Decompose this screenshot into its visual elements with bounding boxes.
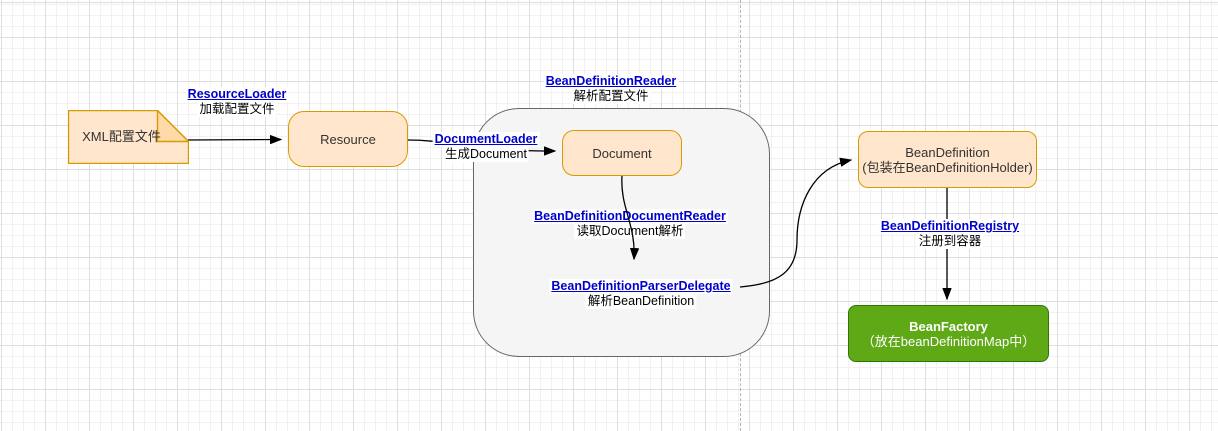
bean-definition-node[interactable]: BeanDefinition (包装在BeanDefinitionHolder)	[858, 131, 1037, 188]
document-label: Document	[592, 145, 652, 161]
resource-label: Resource	[320, 131, 376, 147]
bean-definition-parser-delegate-link[interactable]: BeanDefinitionParserDelegate	[549, 279, 733, 294]
resource-loader-link[interactable]: ResourceLoader	[185, 87, 289, 102]
bean-definition-reader-link[interactable]: BeanDefinitionReader	[543, 74, 679, 89]
document-loader-label: DocumentLoader 生成Document	[432, 132, 540, 162]
bean-definition-reader-desc: 解析配置文件	[571, 89, 651, 104]
xml-to-resource-arrow	[187, 140, 281, 141]
bean-definition-document-reader-label: BeanDefinitionDocumentReader 读取Document解…	[532, 209, 728, 239]
bean-definition-title: BeanDefinition	[905, 144, 990, 160]
bean-definition-document-reader-link[interactable]: BeanDefinitionDocumentReader	[532, 209, 728, 224]
bean-factory-node[interactable]: BeanFactory （放在beanDefinitionMap中）	[848, 305, 1049, 362]
bean-definition-document-reader-desc: 读取Document解析	[574, 224, 686, 239]
note-shape	[68, 110, 189, 164]
xml-config-file-label: XML配置文件	[82, 129, 161, 144]
document-loader-link[interactable]: DocumentLoader	[432, 132, 540, 147]
resource-loader-label: ResourceLoader 加载配置文件	[185, 87, 289, 117]
bean-definition-registry-label: BeanDefinitionRegistry 注册到容器	[878, 219, 1022, 249]
resource-node[interactable]: Resource	[288, 111, 408, 167]
bean-definition-registry-link[interactable]: BeanDefinitionRegistry	[878, 219, 1022, 234]
bean-definition-reader-label: BeanDefinitionReader 解析配置文件	[543, 74, 679, 104]
bean-definition-parser-delegate-label: BeanDefinitionParserDelegate 解析BeanDefin…	[549, 279, 733, 309]
xml-config-file-node[interactable]: XML配置文件	[68, 110, 189, 164]
bean-factory-title: BeanFactory	[909, 318, 988, 334]
document-node[interactable]: Document	[562, 130, 682, 176]
resource-loader-desc: 加载配置文件	[197, 102, 277, 117]
note-fold-corner	[156, 110, 189, 143]
bean-definition-registry-desc: 注册到容器	[916, 234, 984, 249]
document-loader-desc: 生成Document	[443, 147, 529, 162]
bean-definition-subtitle: (包装在BeanDefinitionHolder)	[862, 159, 1033, 175]
bean-factory-subtitle: （放在beanDefinitionMap中）	[861, 333, 1036, 349]
bean-definition-parser-delegate-desc: 解析BeanDefinition	[585, 294, 697, 309]
